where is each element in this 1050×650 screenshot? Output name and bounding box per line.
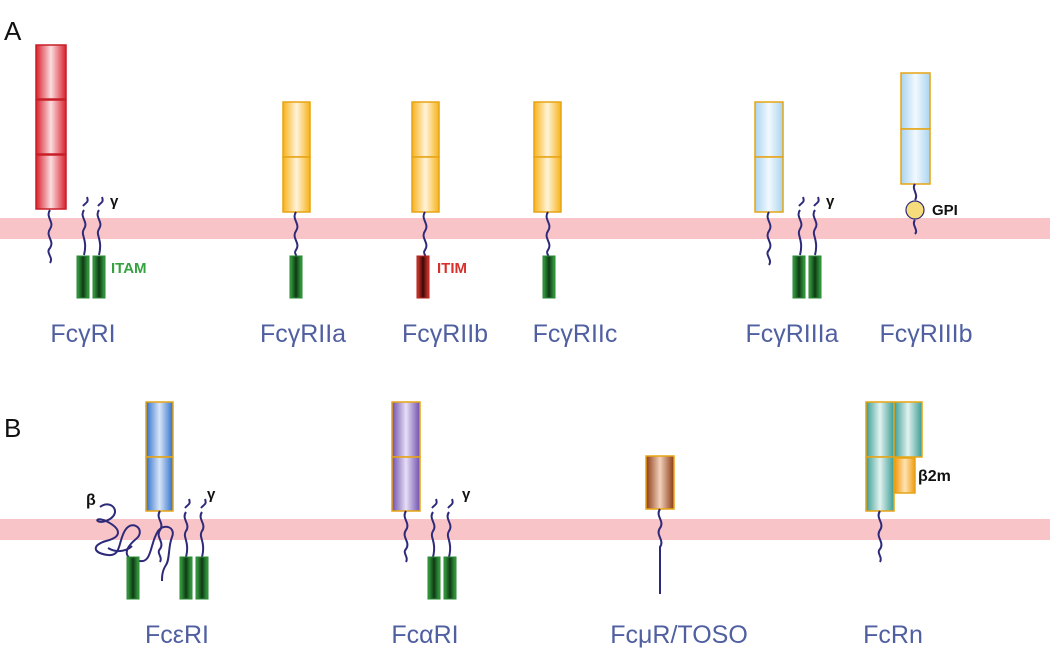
ig-domain	[35, 44, 67, 100]
itam-motif	[76, 255, 90, 299]
transmembrane-tail	[766, 211, 772, 266]
ig-domain	[533, 156, 562, 213]
panel-b-label: B	[4, 413, 21, 443]
receptor-label: FcαRI	[391, 621, 458, 649]
transmembrane-tail	[545, 211, 551, 259]
gamma-chain-tail	[199, 511, 205, 558]
receptor-label: FcγRIIb	[402, 320, 488, 348]
membrane-b	[0, 519, 1050, 540]
ig-domain	[533, 101, 562, 158]
gpi-anchor	[905, 200, 925, 220]
gamma-chain-tail	[797, 209, 803, 256]
beta-chain	[94, 503, 174, 582]
ig-domain	[391, 401, 421, 458]
gamma-label: γ	[462, 486, 471, 503]
receptor-fcmr: FcμR/TOSO	[610, 455, 748, 649]
ig-domain	[145, 401, 174, 458]
panel-a-label: A	[4, 16, 22, 46]
itam-label: ITAM	[111, 260, 147, 277]
receptor-fcar1: γ FcαRI	[391, 401, 471, 649]
itam-motif	[179, 556, 193, 600]
transmembrane-tail	[877, 510, 883, 563]
ig-domain	[282, 156, 311, 213]
ig-domain	[645, 455, 675, 510]
b2m-domain	[894, 457, 916, 494]
gamma-chain-tail	[430, 511, 436, 558]
ig-domain	[35, 154, 67, 210]
gamma-chain-tail	[97, 196, 104, 207]
alpha-domain	[893, 401, 923, 458]
receptor-label: FcγRIIc	[533, 320, 618, 348]
ig-domain	[900, 128, 931, 185]
transmembrane-tail	[403, 510, 409, 563]
ig-domain	[282, 101, 311, 158]
receptor-label: FcRn	[863, 621, 923, 649]
itam-motif	[289, 255, 303, 299]
gamma-label: γ	[207, 486, 216, 503]
receptor-fcgr2b: ITIM FcγRIIb	[402, 101, 488, 348]
itam-motif	[792, 255, 806, 299]
receptor-fcgr2c: FcγRIIc	[533, 101, 618, 348]
gamma-chain-tail	[183, 511, 189, 558]
receptor-label: FcεRI	[145, 621, 209, 649]
itim-motif	[416, 255, 430, 299]
gamma-chain-tail	[446, 511, 452, 558]
itam-motif	[427, 556, 441, 600]
gamma-chain-tail	[812, 209, 818, 256]
gamma-label: γ	[826, 193, 835, 210]
gamma-chain-tail	[184, 498, 191, 509]
itam-motif	[195, 556, 209, 600]
receptor-label: FcμR/TOSO	[610, 621, 748, 649]
receptor-fcgr3b: GPI FcγRIIIb	[879, 72, 973, 348]
gamma-chain-tail	[200, 498, 207, 509]
receptor-fcgr3a: γ FcγRIIIa	[745, 101, 839, 348]
alpha-domain	[865, 456, 895, 512]
receptor-label: FcγRI	[50, 320, 115, 348]
gamma-chain-tail	[813, 196, 820, 207]
transmembrane-tail	[657, 508, 663, 594]
itam-motif	[92, 255, 106, 299]
transmembrane-tail	[47, 209, 53, 264]
receptor-label: FcγRIIIb	[879, 320, 972, 348]
itam-motif	[443, 556, 457, 600]
transmembrane-tail	[422, 211, 428, 259]
gamma-chain-tail	[431, 498, 438, 509]
receptor-fcrn: β2m FcRn	[863, 401, 951, 649]
gamma-chain-tail	[82, 196, 89, 207]
receptor-label: FcγRIIa	[260, 320, 346, 348]
ig-domain	[411, 156, 440, 213]
ig-domain	[754, 156, 784, 213]
ig-domain	[145, 456, 174, 512]
gamma-chain-tail	[447, 498, 454, 509]
gamma-label: γ	[110, 193, 119, 210]
beta-chain	[107, 545, 133, 553]
itim-label: ITIM	[437, 260, 467, 277]
ig-domain	[754, 101, 784, 158]
receptor-label: FcγRIIIa	[745, 320, 838, 348]
stalk	[912, 183, 918, 201]
ig-domain	[391, 456, 421, 512]
receptor-fcgr2a: FcγRIIa	[260, 101, 346, 348]
ig-domain	[411, 101, 440, 158]
ig-domain	[900, 72, 931, 130]
b2m-label: β2m	[918, 468, 951, 485]
transmembrane-tail	[293, 211, 299, 259]
gamma-chain-tail	[798, 196, 805, 207]
itam-motif	[542, 255, 556, 299]
gpi-tail	[912, 219, 918, 235]
gamma-chain-tail	[96, 209, 102, 256]
transmembrane-tail	[157, 510, 163, 563]
receptor-fcer1: β γ FcεRI	[86, 401, 216, 649]
receptor-fcgr1: γ ITAM FcγRI	[35, 44, 147, 348]
itam-motif	[126, 556, 140, 600]
membrane-a	[0, 218, 1050, 239]
ig-domain	[35, 99, 67, 155]
itam-motif	[808, 255, 822, 299]
gamma-chain-tail	[81, 209, 87, 256]
alpha-domain	[865, 401, 895, 458]
beta-label: β	[86, 492, 96, 509]
gpi-label: GPI	[932, 202, 958, 219]
